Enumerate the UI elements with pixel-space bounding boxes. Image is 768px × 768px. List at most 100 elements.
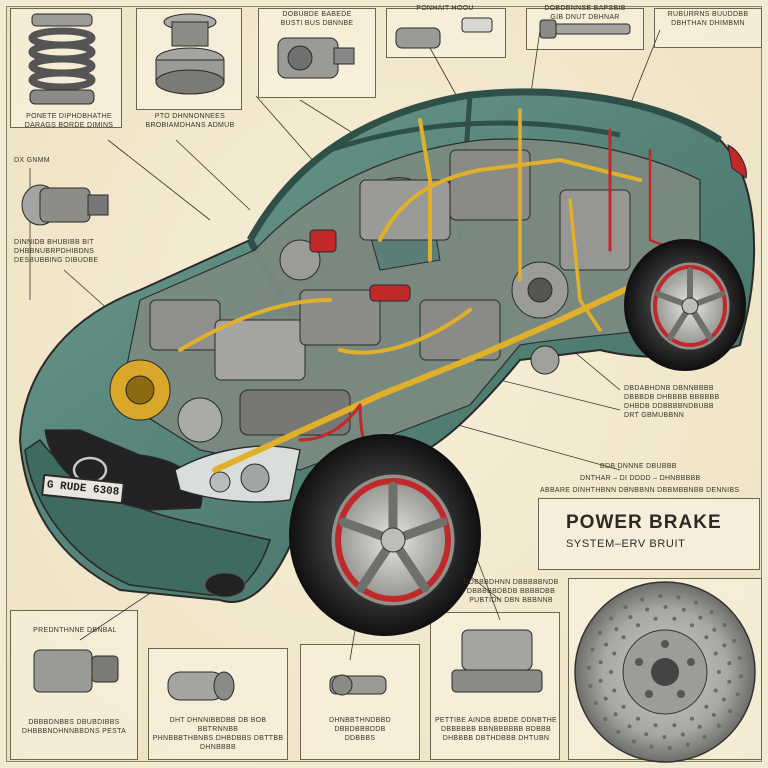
disc-drill-hole <box>645 607 650 612</box>
bottom-part-3 <box>329 674 387 696</box>
disc-drill-hole <box>735 692 740 697</box>
caption-top-box-1: DOBUBDE BABEDE BUSTI BUS DBNNBE <box>280 11 354 27</box>
disc-drill-hole <box>604 642 609 647</box>
disc-drill-hole <box>644 732 649 737</box>
disc-drill-hole <box>722 643 727 648</box>
disc-drill-hole <box>588 683 593 688</box>
caption-top-left: PONETE DIPHDBHATHE DARAGS BORDE DIMINS <box>24 113 114 129</box>
callout-box-bottom-2 <box>148 648 288 760</box>
caption-bottom-1b: DBBBDNBBS DBUBDIBBS DHBBBNDHNNBBDNS PEST… <box>21 719 127 735</box>
disc-drill-hole <box>649 744 654 749</box>
caption-top-mid: PTO DHNNONNEES BROBIAMDHANS ADMUB <box>145 113 235 129</box>
caption-bottom-3: DHNBBTHNDBBD DBBDBBBDDB DDBBBS <box>329 717 391 742</box>
caption-mid-low: DDBBBDHNN DBBBBBNDB DBBBBBDBDB BBBBDBB P… <box>463 579 559 604</box>
disc-drill-hole <box>711 712 716 717</box>
caliper-top-part <box>277 37 355 79</box>
caption-left-1: DX GNMM <box>14 157 50 164</box>
disc-drill-hole <box>690 716 694 721</box>
disc-drill-hole <box>627 724 632 729</box>
disc-drill-hole <box>653 616 658 621</box>
disc-drill-hole <box>603 696 608 701</box>
disc-drill-hole <box>597 630 602 635</box>
disc-drill-hole <box>621 704 626 709</box>
disc-drill-hole <box>685 742 690 747</box>
disc-drill-hole <box>698 615 703 620</box>
disc-drill-hole <box>636 623 640 628</box>
rod-part <box>539 19 631 39</box>
disc-drill-hole <box>704 704 709 709</box>
callout-box-right-top <box>654 8 762 48</box>
caption-top-box-2: PONHAIT HOOU <box>416 5 474 12</box>
caption-left-2: DINNIDB BHUBIBB BIT DHBBNUBRPDHIBDNS DES… <box>14 239 99 264</box>
disc-drill-hole <box>663 605 668 609</box>
disc-drill-hole <box>636 716 640 721</box>
disc-drill-hole <box>713 688 718 693</box>
caption-bottom-2: DHT DHNNIBBDBB DB BOB BBTRNNBB PHNBBBTHB… <box>152 717 284 751</box>
coil-spring-part <box>28 13 96 105</box>
disc-drill-hole <box>694 600 698 605</box>
disc-drill-hole <box>672 616 677 621</box>
disc-drill-hole <box>697 724 702 729</box>
bottom-part-2 <box>167 671 235 701</box>
diagram-title: POWER BRAKE <box>566 512 722 533</box>
disc-drill-hole <box>713 651 718 656</box>
disc-drill-hole <box>728 709 733 714</box>
disc-drill-hole <box>598 660 603 665</box>
disc-drill-hole <box>628 615 633 620</box>
disc-drill-hole <box>609 670 613 674</box>
disc-drill-hole <box>609 616 614 621</box>
diagram-subtitle: SYSTEM–ERV BRUIT <box>566 538 686 550</box>
disc-drill-hole <box>590 647 595 652</box>
brake-lines <box>178 108 703 492</box>
disc-drill-hole <box>672 723 677 728</box>
callout-box-bottom-3 <box>300 644 420 760</box>
disc-drill-hole <box>680 732 685 737</box>
disc-drill-hole <box>613 712 618 717</box>
disc-drill-hole <box>738 674 743 679</box>
bottom-part-1 <box>33 649 119 693</box>
disc-drill-hole <box>603 717 608 721</box>
caption-right-low-1: BDB DNNNE DBUBBB <box>600 463 677 470</box>
disc-drill-hole <box>716 723 721 728</box>
caption-bottom-1: PREDNTHNNE DBNBAL <box>33 627 117 634</box>
disc-drill-hole <box>612 688 617 693</box>
title-panel <box>538 498 760 570</box>
caption-right-low-3: ABBARE DINHTHBNN DBNBBNN DBBMBBNBB DENNI… <box>540 487 740 494</box>
front-wheel <box>289 434 481 636</box>
disc-drill-hole <box>640 597 645 602</box>
disc-drill-hole <box>623 605 628 609</box>
disc-drill-hole <box>721 697 726 702</box>
disc-drill-hole <box>722 623 727 627</box>
disc-drill-hole <box>704 635 709 640</box>
disc-drill-hole <box>737 656 742 661</box>
callout-box-bottom-1 <box>10 610 138 760</box>
disc-drill-hole <box>709 610 714 615</box>
engine-components <box>109 149 631 443</box>
disc-drill-hole <box>662 735 667 739</box>
disc-drill-hole <box>612 651 617 656</box>
brake-disc <box>574 581 756 763</box>
disc-drill-hole <box>690 623 694 628</box>
disc-drill-hole <box>717 670 721 674</box>
disc-drill-hole <box>681 607 686 612</box>
valve-part <box>395 17 493 49</box>
disc-drill-hole <box>702 735 707 739</box>
disc-drill-hole <box>732 638 737 643</box>
caption-right-low-2: DNTHAR – DI DDDD – DHNBBBBB <box>580 475 701 482</box>
disc-drill-hole <box>712 627 717 632</box>
caption-right-mid: DBDABHDNB DBNNBBBB DBBBDB DHBBBB BBBBBB … <box>624 385 720 419</box>
bushing-part <box>155 13 225 95</box>
disc-drill-hole <box>727 679 732 684</box>
disc-drill-hole <box>727 661 732 666</box>
left-cylinder-part <box>21 184 109 226</box>
disc-drill-hole <box>667 745 672 750</box>
disc-drill-hole <box>676 595 681 600</box>
bottom-part-4 <box>451 629 543 693</box>
caption-top-box-4: RUBURRNS BUUDDBB DBHTHAN DHIMBMN <box>667 11 749 27</box>
caption-bottom-4: PETTIBE AINDB BDBDE DDNBTHE DBBBBBB BBNB… <box>434 717 558 742</box>
disc-drill-hole <box>632 739 636 744</box>
disc-drill-hole <box>621 635 626 640</box>
caption-top-box-3: DOBDENNSE BAPSBIB GIB DNUT DBHNAR <box>544 5 626 21</box>
disc-drill-hole <box>593 701 598 706</box>
